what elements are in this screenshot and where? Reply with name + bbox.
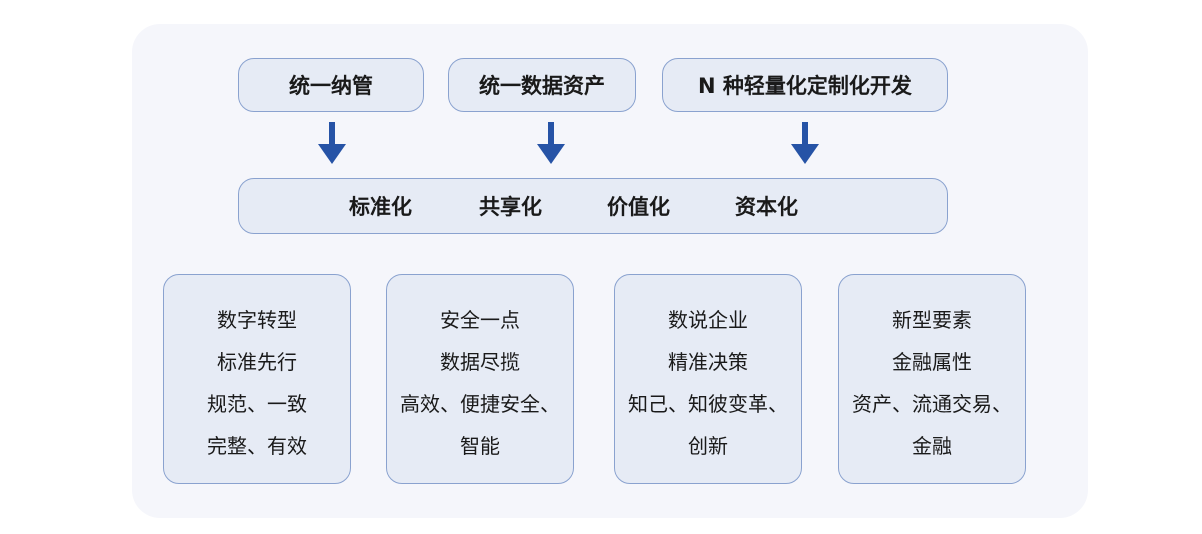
card-line: 安全一点 — [440, 308, 520, 332]
card-line: 新型要素 — [892, 308, 972, 332]
top-box-label: 统一数据资产 — [479, 74, 605, 98]
middle-item-capitalization: 资本化 — [735, 195, 798, 219]
card-line: 创新 — [688, 434, 728, 458]
card-line: 金融 — [912, 434, 952, 458]
top-box-unified-management: 统一纳管 — [238, 58, 424, 112]
card-line: 规范、一致 — [207, 392, 307, 416]
middle-item-valorization: 价值化 — [607, 195, 670, 219]
card-line: 精准决策 — [668, 350, 748, 374]
card-digital-transformation: 数字转型 标准先行 规范、一致 完整、有效 — [163, 274, 351, 484]
middle-item-standardization: 标准化 — [349, 195, 412, 219]
top-box-label: 统一纳管 — [289, 74, 373, 98]
card-line: 高效、便捷安全、 — [400, 392, 560, 416]
top-box-unified-data-assets: 统一数据资产 — [448, 58, 636, 112]
down-arrow-icon — [318, 122, 346, 166]
card-line: 数据尽揽 — [440, 350, 520, 374]
card-new-factors: 新型要素 金融属性 资产、流通交易、 金融 — [838, 274, 1026, 484]
middle-item-sharing: 共享化 — [479, 195, 542, 219]
card-line: 完整、有效 — [207, 434, 307, 458]
card-line: 智能 — [460, 434, 500, 458]
top-box-lightweight-development: N 种轻量化定制化开发 — [662, 58, 948, 112]
top-box-label: N 种轻量化定制化开发 — [698, 74, 912, 98]
middle-bar: 标准化 共享化 价值化 资本化 — [238, 178, 948, 234]
card-line: 资产、流通交易、 — [852, 392, 1012, 416]
card-enterprise-decision: 数说企业 精准决策 知己、知彼变革、 创新 — [614, 274, 802, 484]
down-arrow-icon — [537, 122, 565, 166]
card-line: 数字转型 — [217, 308, 297, 332]
card-line: 知己、知彼变革、 — [628, 392, 788, 416]
card-security: 安全一点 数据尽揽 高效、便捷安全、 智能 — [386, 274, 574, 484]
card-line: 数说企业 — [668, 308, 748, 332]
card-line: 标准先行 — [217, 350, 297, 374]
down-arrow-icon — [791, 122, 819, 166]
card-line: 金融属性 — [892, 350, 972, 374]
